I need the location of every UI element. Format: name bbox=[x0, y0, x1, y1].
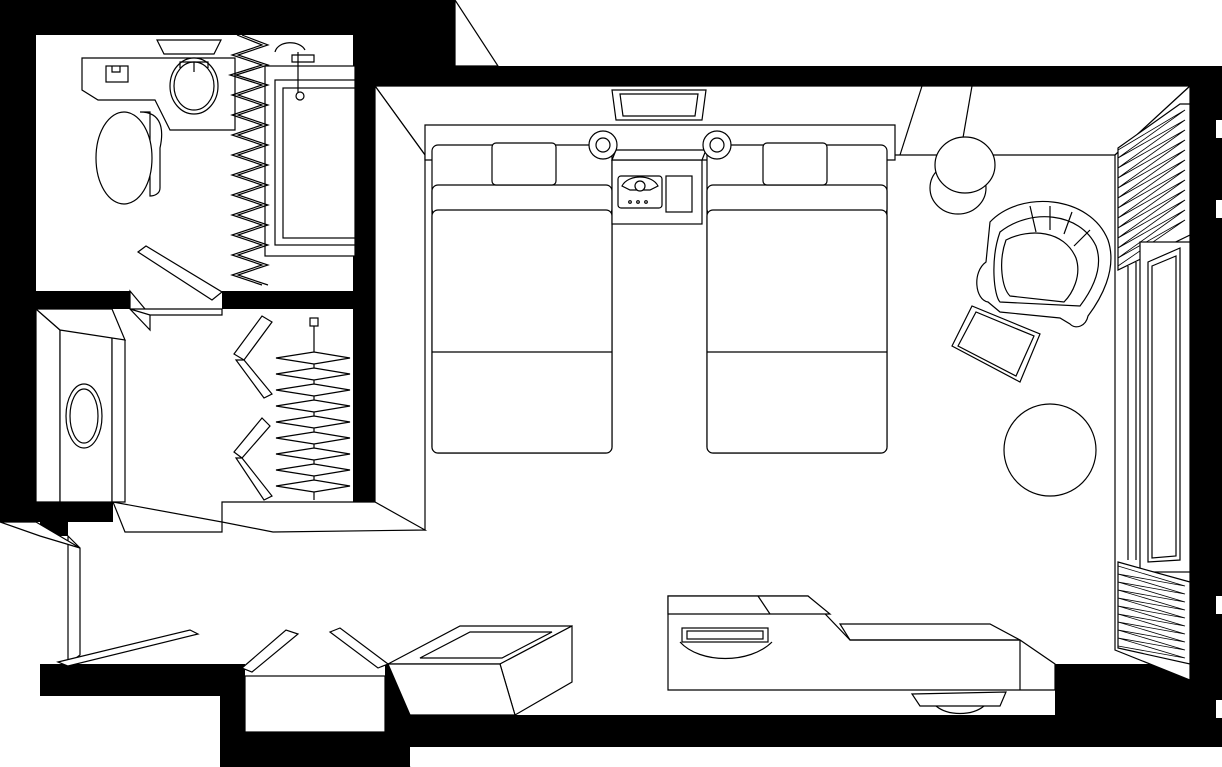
wall-east bbox=[1190, 66, 1222, 746]
wall-west bbox=[0, 0, 36, 522]
closet bbox=[34, 307, 351, 503]
notepad bbox=[665, 175, 693, 213]
wall-bedroom-north bbox=[355, 66, 1200, 86]
desk-chair[interactable] bbox=[910, 691, 1007, 715]
bathroom bbox=[81, 34, 356, 301]
wall-south-door bbox=[220, 732, 410, 767]
footstool bbox=[951, 305, 1041, 383]
entry-door-mid[interactable] bbox=[240, 629, 300, 673]
round-table bbox=[1003, 403, 1097, 497]
wall-closet-south-left bbox=[0, 502, 113, 522]
window-curtain-bottom bbox=[1117, 561, 1191, 665]
clothes-hangers bbox=[275, 351, 351, 493]
faucet bbox=[179, 61, 209, 72]
wall-bath-closet-right bbox=[222, 291, 375, 309]
closet-door-lower[interactable] bbox=[233, 417, 273, 501]
bedroom bbox=[424, 85, 1191, 715]
shower-curtain bbox=[227, 34, 270, 286]
floor-lamp[interactable] bbox=[899, 85, 996, 215]
entry-door-west[interactable] bbox=[56, 629, 200, 667]
pillow bbox=[491, 142, 557, 186]
wall-south-corner bbox=[1055, 664, 1222, 747]
armchair bbox=[976, 201, 1112, 328]
nightstand bbox=[611, 149, 707, 225]
soap-dish bbox=[105, 65, 129, 83]
luggage-rack bbox=[387, 625, 573, 716]
telephone-icon bbox=[617, 175, 663, 209]
wall-bath-closet-left bbox=[0, 291, 130, 309]
desk bbox=[667, 595, 1056, 715]
bed-left bbox=[431, 142, 613, 454]
tv bbox=[679, 627, 773, 659]
ceiling-vent bbox=[611, 89, 707, 121]
window-curtain-top bbox=[1117, 103, 1191, 271]
toilet bbox=[95, 111, 163, 205]
bed-right bbox=[706, 142, 888, 454]
bedside-lamp-left[interactable] bbox=[588, 130, 618, 160]
sink-basin bbox=[169, 57, 219, 115]
mirror bbox=[156, 39, 222, 55]
safe bbox=[65, 383, 103, 449]
entry-hall bbox=[56, 625, 573, 767]
pillow bbox=[762, 142, 828, 186]
wardrobe-unit bbox=[35, 307, 61, 503]
entry-threshold bbox=[244, 675, 386, 733]
bath-faucet bbox=[274, 42, 315, 101]
bathtub bbox=[264, 65, 356, 257]
closet-door-upper[interactable] bbox=[233, 315, 273, 399]
bathroom-door[interactable] bbox=[136, 245, 224, 301]
window bbox=[1127, 241, 1191, 573]
wall-south-west bbox=[40, 664, 240, 696]
bedside-lamp-right[interactable] bbox=[702, 130, 732, 160]
wall-bathroom-east bbox=[353, 35, 375, 522]
